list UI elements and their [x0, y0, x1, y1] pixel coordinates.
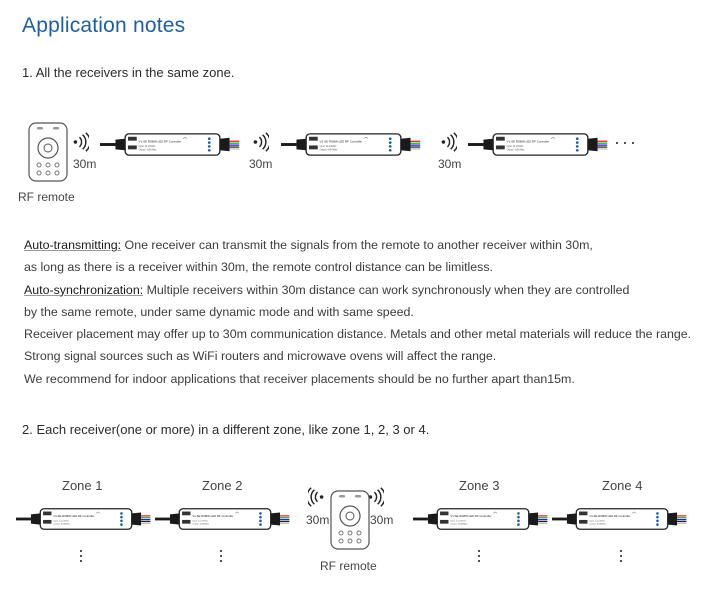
zone-4-receiver — [552, 505, 692, 533]
signal-wave-left-icon — [308, 487, 324, 507]
placement-note: Receiver placement may offer up to 30m c… — [24, 327, 692, 342]
distance-label: 30m — [249, 157, 273, 171]
signal-wave-right-icon — [368, 487, 384, 507]
recommendation-note: We recommend for indoor applications tha… — [24, 371, 575, 386]
auto-sync-label: Auto-synchronization: — [24, 282, 144, 297]
distance-label-left: 30m — [306, 513, 330, 527]
receiver-controller-1 — [100, 130, 245, 159]
signal-interference-note: Strong signal sources such as WiFi route… — [24, 349, 497, 364]
receiver-controller-2 — [281, 130, 426, 159]
zone-4-label: Zone 4 — [602, 478, 643, 493]
more-receivers-vertical-ellipsis: ··· — [218, 540, 224, 570]
more-receivers-ellipsis: ··· — [614, 132, 638, 152]
auto-transmitting-text: One receiver can transmit the signals fr… — [121, 238, 593, 252]
auto-transmitting-label: Auto-transmitting: — [24, 238, 122, 252]
zone-3-receiver — [413, 505, 553, 533]
more-receivers-vertical-ellipsis: ··· — [78, 540, 84, 570]
signal-wave-icon — [253, 132, 269, 152]
more-receivers-vertical-ellipsis: ··· — [618, 540, 624, 570]
zone-2-receiver — [155, 505, 295, 533]
auto-sync-text: Multiple receivers within 30m distance c… — [143, 282, 630, 297]
more-receivers-vertical-ellipsis: ··· — [476, 540, 482, 570]
rf-remote-image — [330, 490, 370, 550]
zone-2-label: Zone 2 — [202, 478, 243, 493]
receiver-controller-3 — [468, 130, 613, 159]
page-title: Application notes — [22, 14, 186, 37]
signal-wave-icon — [73, 132, 89, 152]
auto-transmitting-text-cont: as long as there is a receiver within 30… — [24, 260, 493, 275]
rf-remote-image — [28, 122, 68, 182]
section2-heading: 2. Each receiver(one or more) in a diffe… — [22, 422, 430, 437]
zone-1-receiver — [16, 505, 156, 533]
notes-paragraph: Auto-transmitting: One receiver can tran… — [24, 234, 714, 390]
zone-3-label: Zone 3 — [459, 478, 500, 493]
distance-label: 30m — [438, 157, 462, 171]
distance-label: 30m — [73, 157, 97, 171]
zone-1-label: Zone 1 — [62, 478, 103, 493]
rf-remote-caption: RF remote — [18, 190, 75, 204]
signal-wave-icon — [441, 132, 457, 152]
rf-remote-caption: RF remote — [320, 559, 377, 573]
section1-heading: 1. All the receivers in the same zone. — [22, 65, 235, 80]
distance-label-right: 30m — [370, 513, 394, 527]
auto-sync-text-cont: by the same remote, under same dynamic m… — [24, 304, 414, 319]
